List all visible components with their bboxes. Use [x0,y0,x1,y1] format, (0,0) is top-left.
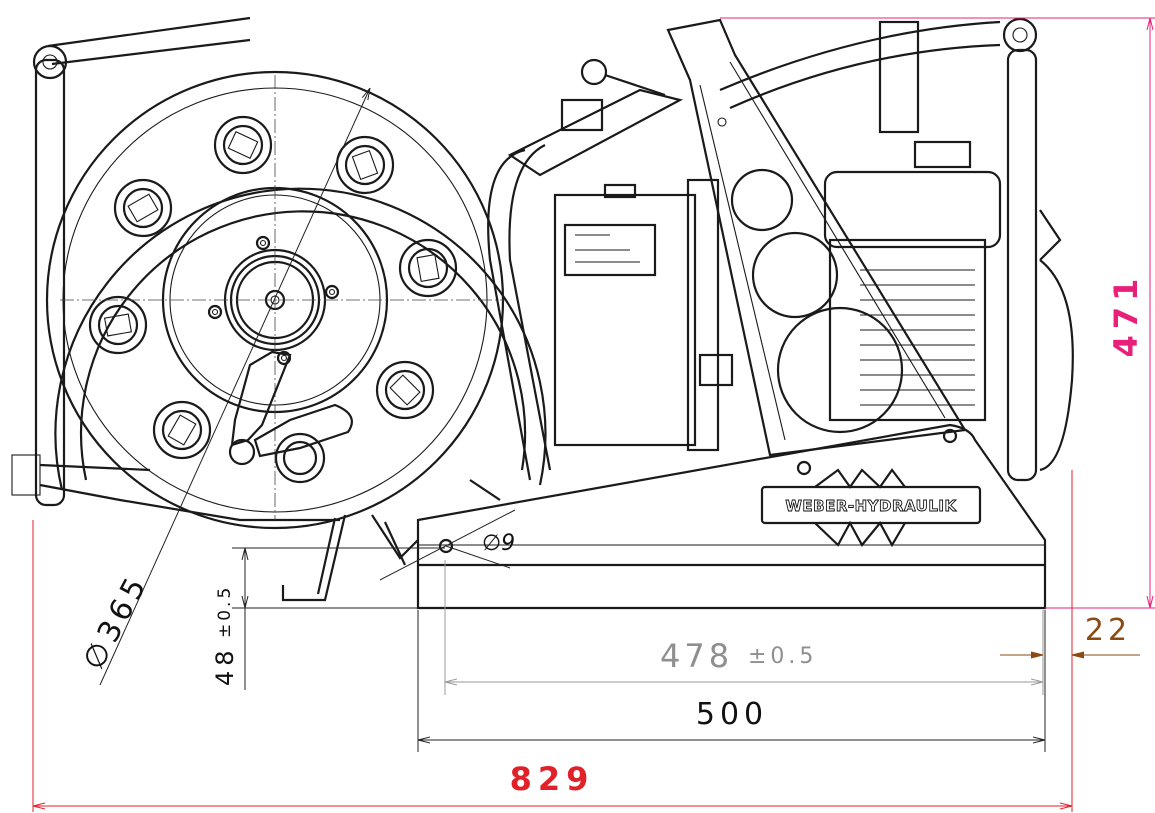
brand-plate [760,485,982,525]
mount-hole [438,538,454,554]
reel-guard-outer [54,187,547,491]
dim-ground-clearance-tolerance: ±0.5 [215,585,235,638]
base-sled: WEBER-HYDRAULIK [416,423,1047,610]
dim-foot-spacing: 478 ±0.5 [444,560,1044,695]
handle-grip [878,20,920,134]
dim-overhang-value: 22 [1085,613,1131,648]
dim-overall-length-value: 829 [510,760,595,798]
dim-reel-diameter-label: ∅365 [76,568,155,676]
dim-hole-diameter: ∅9 [379,509,516,581]
dim-hole-diameter-label: ∅9 [482,531,515,556]
right-top-pivot [1002,17,1038,53]
brand-label: WEBER-HYDRAULIK [785,497,957,515]
dim-height-value: 471 [1107,273,1145,358]
dim-height: 471 [720,17,1155,609]
dim-base-length: 500 [417,610,1046,752]
engine [823,140,1074,472]
dim-ground-clearance: 48 ±0.5 [211,547,445,690]
reel-guard-inner [79,210,527,481]
left-post [34,58,66,507]
left-top-pivot [32,44,68,80]
top-frame-tube [47,16,251,48]
dim-base-length-value: 500 [696,697,768,732]
right-post [1006,48,1038,482]
dim-foot-spacing-tolerance: ±0.5 [748,644,817,669]
pump-tank [507,58,734,452]
hub-bolts [207,235,340,366]
crank-handle [228,350,353,466]
top-handle [719,17,1038,482]
machine-outline: WEBER-HYDRAULIK [11,16,1074,610]
dim-overall-length: 829 [32,470,1073,812]
dim-foot-spacing-value: 478 [660,637,733,675]
stand-bracket [281,479,501,602]
dim-ground-clearance-value: 48 [211,645,239,686]
reel-lugs [88,115,458,484]
dim-overhang: 22 [1000,613,1140,655]
